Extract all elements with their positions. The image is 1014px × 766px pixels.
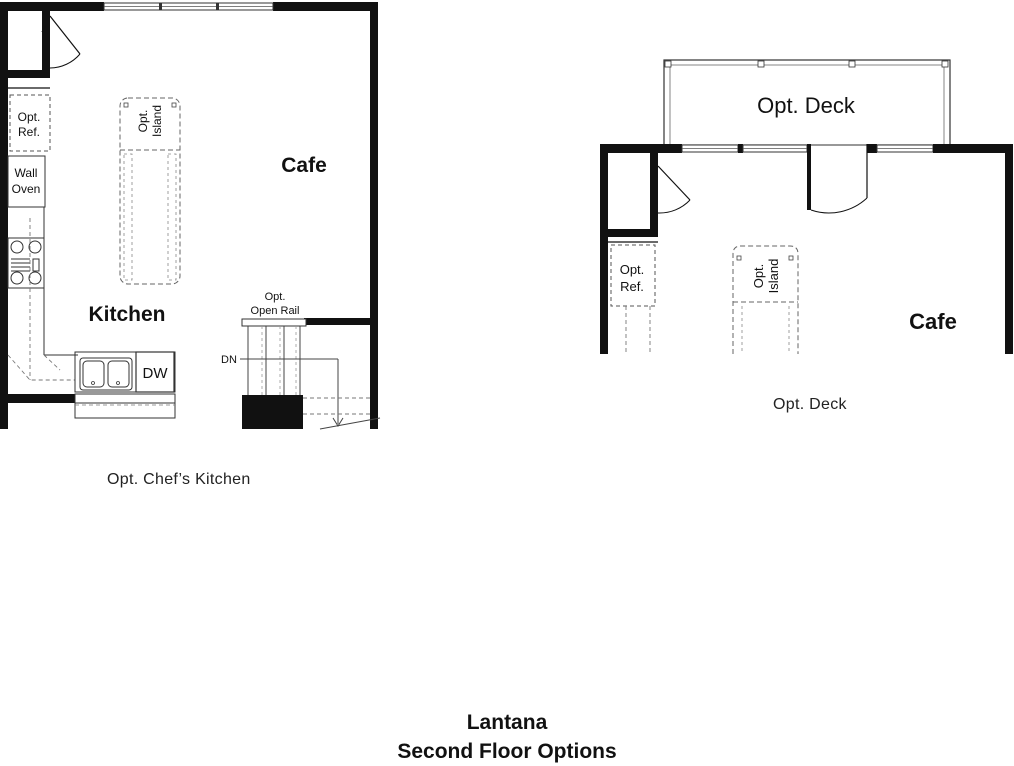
deck-left-wall	[600, 144, 608, 354]
kitchen-stair-dn-label: DN	[221, 354, 237, 366]
svg-text:Opt.Ref.: Opt.Ref.	[620, 262, 645, 294]
deck-opt-refrigerator	[610, 244, 656, 307]
kitchen-cooktop	[7, 237, 45, 289]
svg-text:Opt.Island: Opt.Island	[751, 259, 781, 294]
kitchen-room-label: Kitchen	[88, 303, 165, 326]
kitchen-wall-oven	[7, 155, 46, 208]
kitchen-opt-island	[119, 97, 181, 285]
kitchen-left-wall	[0, 2, 8, 429]
kitchen-right-wall	[370, 2, 378, 429]
kitchen-cafe-room-label: Cafe	[281, 154, 327, 177]
kitchen-dishwasher	[135, 351, 175, 393]
svg-text:Opt.Open Rail: Opt.Open Rail	[251, 291, 300, 317]
chef-kitchen-caption: Opt. Chef’s Kitchen	[107, 471, 251, 488]
plan-title: Lantana	[466, 711, 548, 734]
kitchen-opt-open-rail	[241, 318, 307, 327]
deck-top-wall-right	[933, 144, 1013, 153]
kitchen-stair-wall	[304, 318, 374, 325]
kitchen-bottom-wall	[0, 394, 75, 403]
svg-text:Opt.Ref.: Opt.Ref.	[18, 110, 41, 139]
deck-room-label: Opt. Deck	[757, 93, 856, 118]
plan-subtitle: Second Floor Options	[397, 740, 617, 763]
kitchen-top-wall-right	[273, 2, 377, 11]
deck-cafe-room-label: Cafe	[909, 309, 957, 334]
kitchen-stair-landing	[242, 395, 303, 429]
kitchen-sink	[79, 357, 133, 391]
svg-text:Opt.Island: Opt.Island	[136, 105, 164, 137]
kitchen-opt-refrigerator	[9, 94, 51, 152]
deck-top-wall-left	[600, 144, 682, 153]
kitchen-top-wall-left	[0, 2, 104, 11]
deck-plan: Opt. Deck Opt.Ref.	[600, 59, 1013, 354]
svg-text:DW: DW	[143, 365, 169, 382]
deck-opt-island	[732, 245, 799, 354]
deck-right-wall	[1005, 144, 1013, 354]
deck-caption: Opt. Deck	[773, 396, 847, 413]
